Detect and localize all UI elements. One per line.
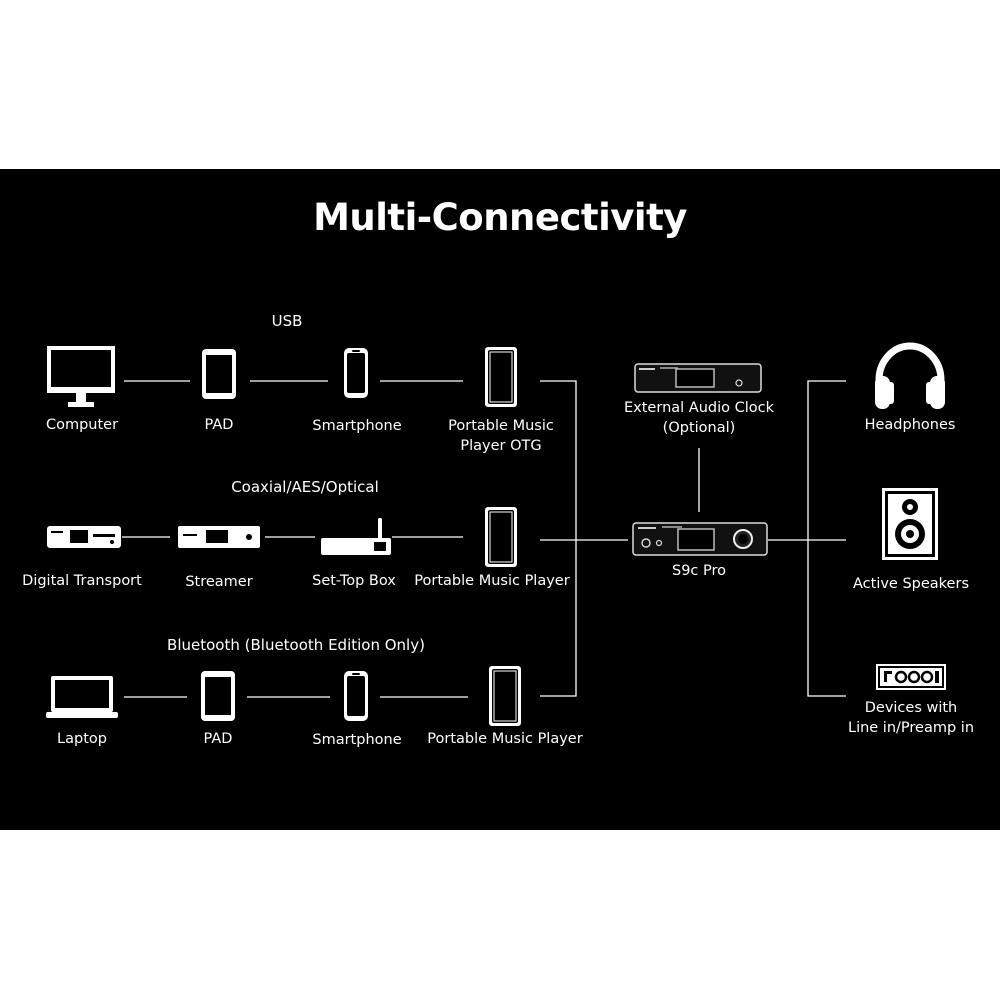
computer-label: Computer (45, 417, 119, 433)
set-top-box-icon (320, 516, 392, 556)
clock-label: External Audio Clock(Optional) (624, 400, 774, 436)
music-player-icon (488, 665, 522, 727)
headphones-icon (870, 332, 950, 410)
preamp-icon (875, 663, 947, 691)
section-coaxial: Coaxial/AES/Optical (231, 478, 379, 496)
transport-label: Digital Transport (22, 573, 142, 589)
bus-to-dac (540, 380, 577, 697)
laptop-icon (45, 675, 119, 719)
player-coax-label: Portable Music Player (414, 573, 570, 589)
pad-bt-label: PAD (203, 731, 233, 747)
page-title: Multi-Connectivity (313, 196, 687, 239)
streamer-icon (177, 525, 261, 549)
section-bluetooth: Bluetooth (Bluetooth Edition Only) (167, 636, 425, 654)
smartphone-bt-label: Smartphone (312, 732, 402, 748)
speakers-label: Active Speakers (853, 576, 969, 592)
smartphone-label: Smartphone (312, 418, 402, 434)
dac-label: S9c Pro (671, 563, 727, 579)
player-bt-label: Portable Music Player (427, 731, 583, 747)
dac-icon (632, 522, 768, 556)
audio-clock-icon (634, 363, 762, 393)
laptop-label: Laptop (57, 731, 107, 747)
streamer-label: Streamer (185, 574, 253, 590)
headphones-label: Headphones (864, 417, 956, 433)
smartphone-icon (343, 347, 369, 399)
tablet-icon (200, 670, 236, 722)
settop-label: Set-Top Box (312, 573, 396, 589)
digital-transport-icon (46, 525, 122, 549)
speaker-icon (881, 487, 939, 563)
bus-outputs (807, 380, 846, 697)
pad-label: PAD (204, 417, 234, 433)
smartphone-icon (343, 670, 369, 722)
music-player-icon (484, 346, 518, 408)
computer-icon (46, 345, 116, 409)
section-usb: USB (271, 312, 303, 330)
music-player-icon (484, 506, 518, 568)
tablet-icon (201, 348, 237, 400)
